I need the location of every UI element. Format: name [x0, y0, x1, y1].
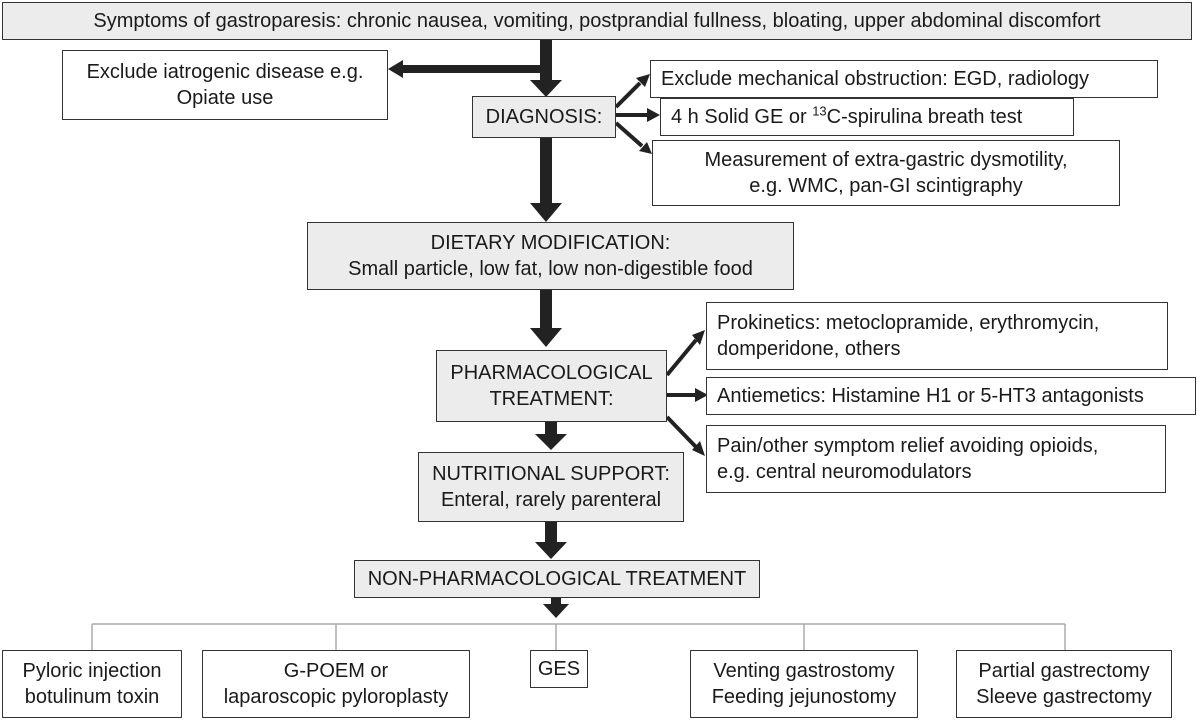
pharmacological-line2: TREATMENT: — [489, 388, 614, 410]
diagnosis-label: DIAGNOSIS: — [485, 106, 603, 128]
pain-relief-line1: Pain/other symptom relief avoiding opioi… — [717, 435, 1099, 457]
diagnosis-side-arrows — [614, 81, 648, 148]
ge-test-text: 4 h Solid GE or 13C-spirulina breath tes… — [671, 104, 1022, 130]
ge-test-box: 4 h Solid GE or 13C-spirulina breath tes… — [660, 98, 1074, 136]
antiemetics-box: Antiemetics: Histamine H1 or 5-HT3 antag… — [706, 377, 1196, 415]
arrow-nonpharma-to-options-shaft — [551, 598, 561, 606]
symptoms-box: Symptoms of gastroparesis: chronic nause… — [2, 2, 1192, 40]
extra-gastric-line1: Measurement of extra-gastric dysmotility… — [704, 149, 1068, 171]
symptoms-text: Symptoms of gastroparesis: chronic nause… — [93, 10, 1101, 32]
dietary-box: DIETARY MODIFICATION: Small particle, lo… — [307, 222, 794, 290]
option-gastrectomy: Partial gastrectomy Sleeve gastrectomy — [956, 650, 1172, 718]
diagnosis-box: DIAGNOSIS: — [472, 96, 616, 138]
arrow-symptoms-to-diagnosis-shaft — [540, 40, 552, 82]
nutritional-box: NUTRITIONAL SUPPORT: Enteral, rarely par… — [418, 452, 684, 522]
dietary-line1: DIETARY MODIFICATION: — [430, 232, 671, 254]
option-line1: Venting gastrostomy — [713, 660, 895, 682]
pharma-side-arrows — [665, 338, 698, 449]
arrow-diagnosis-to-dietary-head — [530, 203, 562, 222]
pharmacological-box: PHARMACOLOGICAL TREATMENT: — [436, 350, 667, 422]
non-pharmacological-box: NON-PHARMACOLOGICAL TREATMENT — [354, 560, 760, 598]
non-pharmacological-text: NON-PHARMACOLOGICAL TREATMENT — [367, 568, 747, 590]
option-line1: Pyloric injection — [22, 660, 162, 682]
pain-relief-line2: e.g. central neuromodulators — [717, 461, 972, 483]
prokinetics-box: Prokinetics: metoclopramide, erythromyci… — [706, 302, 1168, 370]
prokinetics-line2: domperidone, others — [717, 338, 901, 360]
nutritional-line2: Enteral, rarely parenteral — [440, 489, 662, 511]
mechanical-obstruction-text: Exclude mechanical obstruction: EGD, rad… — [661, 68, 1089, 90]
arrow-to-prokinetics — [665, 338, 698, 377]
option-ges: GES — [530, 650, 588, 688]
nutritional-line1: NUTRITIONAL SUPPORT: — [432, 463, 670, 485]
arrow-pharma-to-nutrition-shaft — [545, 422, 557, 436]
dietary-line2: Small particle, low fat, low non-digesti… — [348, 258, 753, 280]
arrow-to-mechanical — [614, 81, 642, 109]
mechanical-obstruction-box: Exclude mechanical obstruction: EGD, rad… — [650, 60, 1158, 98]
option-gpoem: G-POEM or laparoscopic pyloroplasty — [202, 650, 470, 718]
options-connector — [91, 623, 1066, 650]
option-line2: Sleeve gastrectomy — [976, 686, 1152, 708]
option-line2: Feeding jejunostomy — [711, 686, 897, 708]
arrow-dietary-to-pharma-shaft — [540, 290, 552, 330]
pharmacological-line1: PHARMACOLOGICAL — [450, 362, 653, 384]
antiemetics-text: Antiemetics: Histamine H1 or 5-HT3 antag… — [717, 385, 1144, 407]
pharma-side-arrowheads — [692, 330, 708, 456]
ge-test-after: C-spirulina breath test — [826, 106, 1023, 128]
arrow-to-exclude-iatrogenic — [388, 60, 540, 78]
diagnosis-side-arrowheads — [636, 74, 660, 154]
arrow-nonpharma-to-options-head — [543, 604, 569, 618]
option-line1: G-POEM or — [283, 660, 389, 682]
arrow-nutrition-to-nonpharma-head — [535, 542, 567, 559]
main-flow-arrows — [530, 40, 569, 618]
arrow-to-extra-gastric — [614, 121, 644, 148]
option-gastrostomy: Venting gastrostomy Feeding jejunostomy — [690, 650, 918, 718]
arrow-pharma-to-nutrition-head — [535, 434, 567, 450]
extra-gastric-line2: e.g. WMC, pan-GI scintigraphy — [749, 175, 1023, 197]
ge-test-superscript: 13 — [812, 103, 827, 119]
arrow-nutrition-to-nonpharma-shaft — [545, 522, 557, 544]
option-line1: Partial gastrectomy — [978, 660, 1150, 682]
exclude-iatrogenic-box: Exclude iatrogenic disease e.g. Opiate u… — [62, 50, 388, 120]
ge-test-before: 4 h Solid GE or — [671, 106, 813, 128]
option-line1: GES — [537, 658, 581, 680]
arrow-to-pain — [665, 415, 698, 449]
arrow-dietary-to-pharma-head — [530, 328, 562, 347]
pain-relief-box: Pain/other symptom relief avoiding opioi… — [706, 425, 1166, 493]
prokinetics-line1: Prokinetics: metoclopramide, erythromyci… — [717, 312, 1100, 334]
extra-gastric-box: Measurement of extra-gastric dysmotility… — [652, 140, 1120, 206]
arrow-symptoms-to-diagnosis-head — [530, 80, 562, 97]
option-pyloric-injection: Pyloric injection botulinum toxin — [2, 650, 182, 718]
option-line2: botulinum toxin — [24, 686, 160, 708]
arrow-diagnosis-to-dietary-shaft — [540, 137, 552, 205]
exclude-iatrogenic-line2: Opiate use — [176, 87, 274, 109]
exclude-iatrogenic-line1: Exclude iatrogenic disease e.g. — [86, 61, 364, 83]
option-line2: laparoscopic pyloroplasty — [223, 686, 449, 708]
